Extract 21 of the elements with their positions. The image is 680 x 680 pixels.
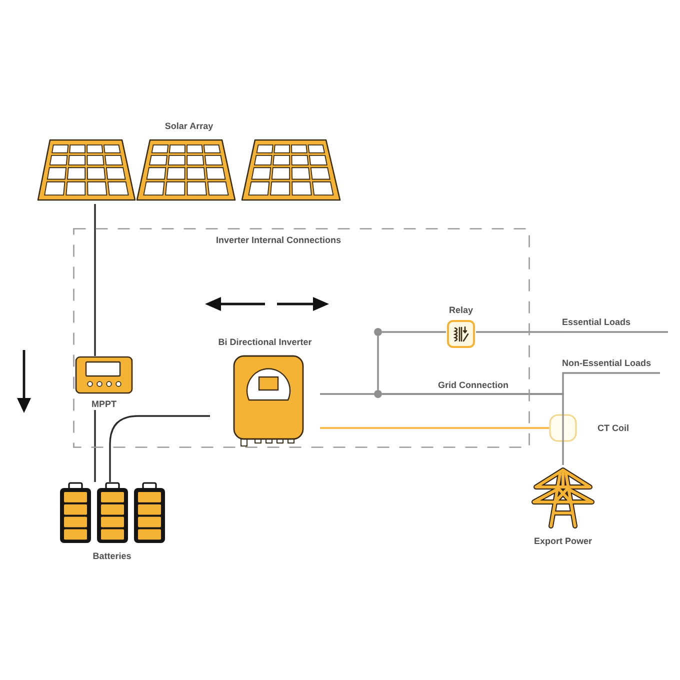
load-label: Essential Loads bbox=[562, 316, 631, 328]
load-label: Non-Essential Loads bbox=[562, 357, 652, 369]
device-label: Relay bbox=[448, 304, 474, 316]
wire bbox=[476, 331, 562, 333]
wire bbox=[109, 415, 210, 482]
device-label: Batteries bbox=[92, 550, 132, 562]
wire bbox=[320, 427, 549, 429]
edge-label: Grid Connection bbox=[437, 379, 510, 391]
wire bbox=[562, 442, 564, 465]
wire bbox=[382, 393, 564, 414]
boundary-label: Inverter Internal Connections bbox=[216, 234, 342, 246]
wire bbox=[320, 393, 374, 395]
device-label: MPPT bbox=[92, 398, 116, 410]
wire bbox=[382, 331, 446, 333]
device-label: Bi Directional Inverter bbox=[218, 336, 312, 348]
device-label: Export Power bbox=[534, 535, 592, 547]
wire bbox=[94, 204, 96, 356]
wire bbox=[377, 336, 379, 390]
wire bbox=[94, 410, 96, 482]
array-label: Solar Array bbox=[164, 120, 214, 132]
device-label: CT Coil bbox=[598, 422, 629, 434]
